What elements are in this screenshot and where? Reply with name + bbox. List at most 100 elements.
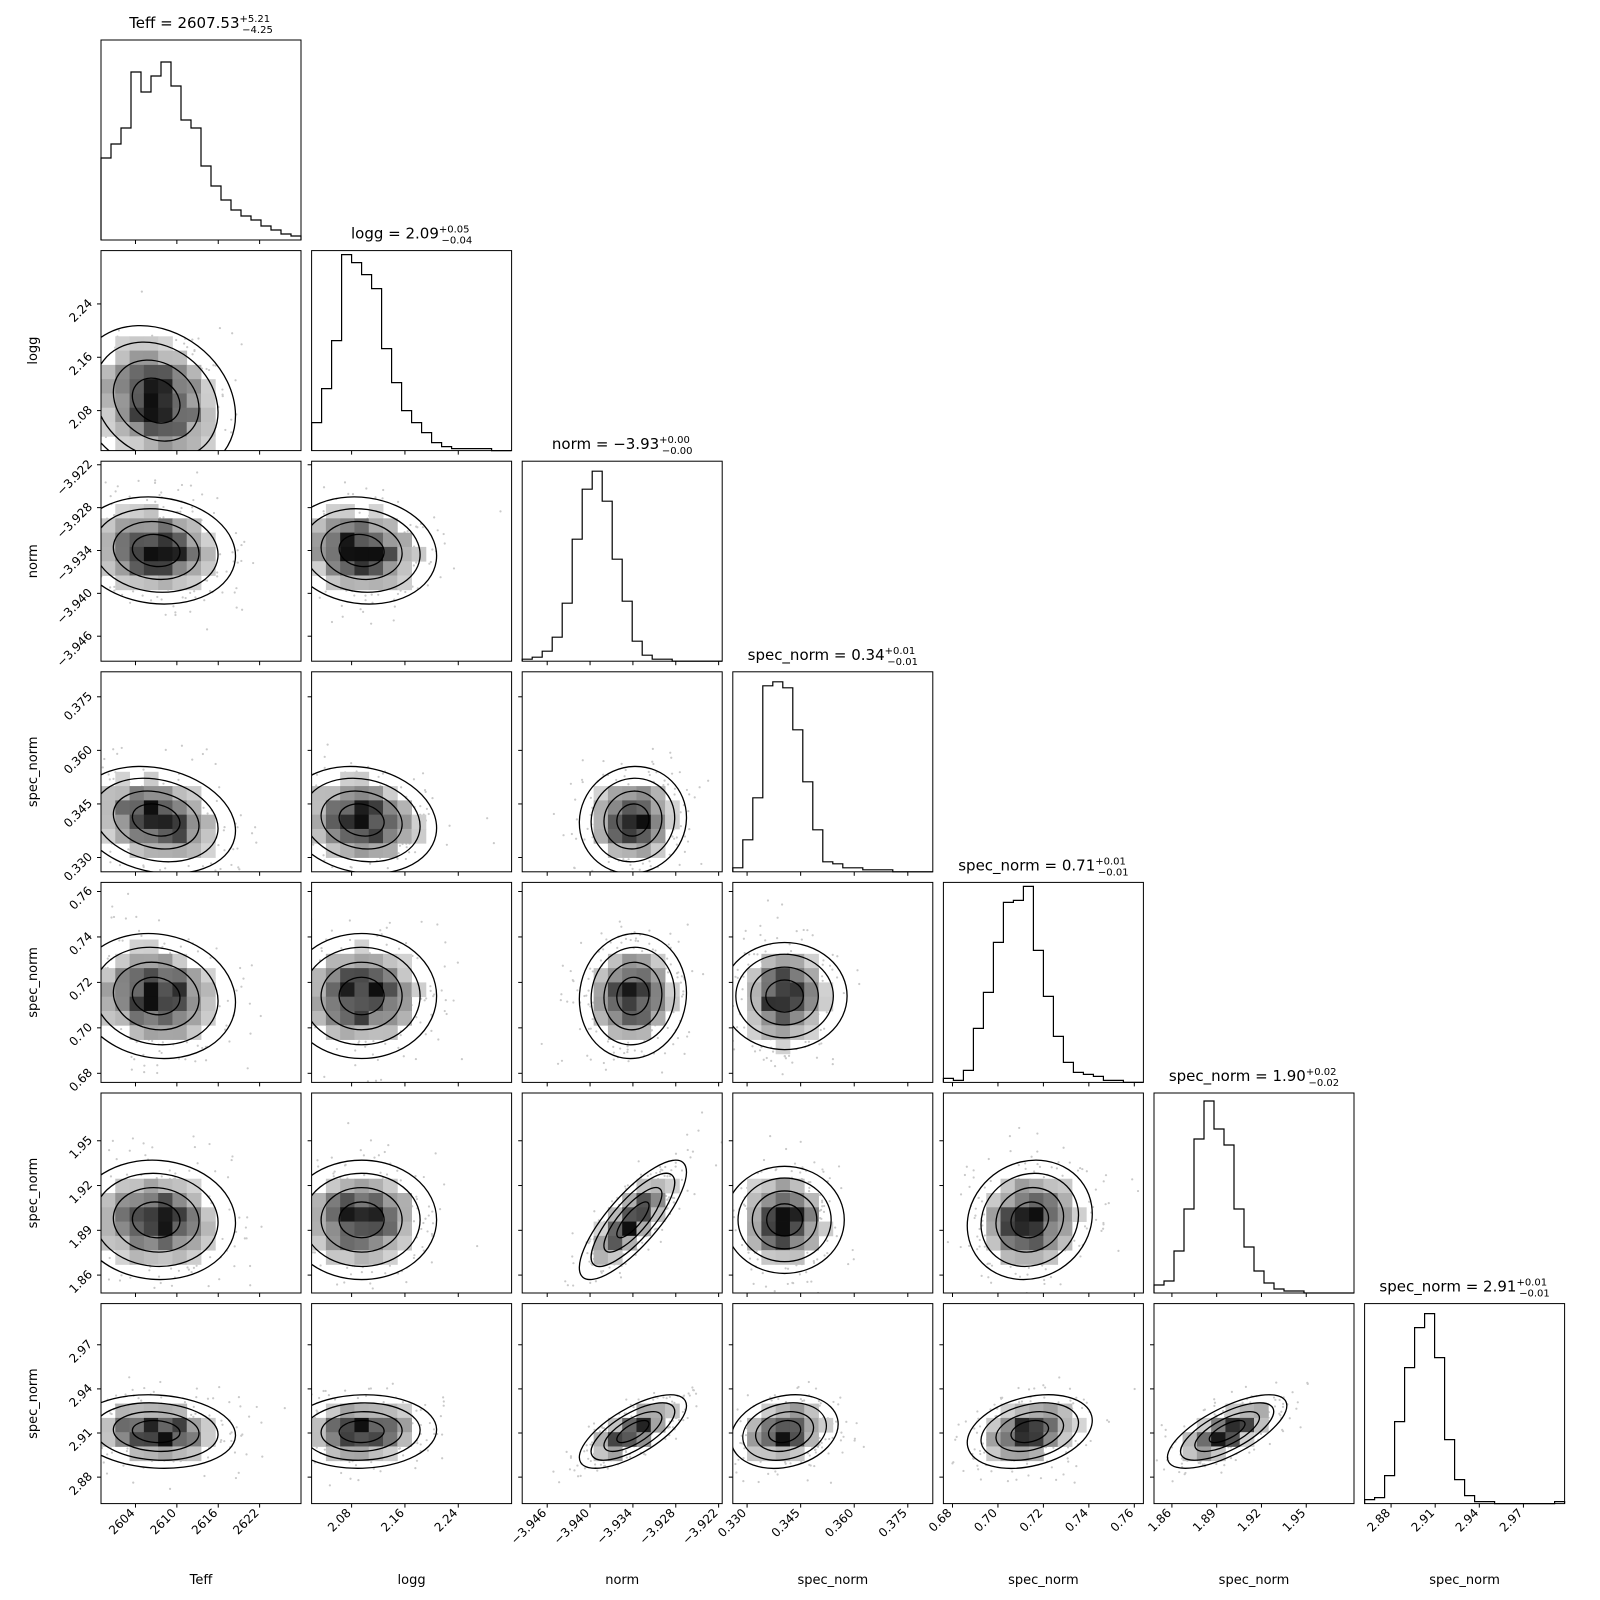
scatter-point: [580, 778, 584, 781]
scatter-point: [285, 978, 287, 980]
density-cell: [354, 953, 370, 969]
scatter-point: [670, 772, 674, 775]
density-cell: [115, 1432, 130, 1447]
scatter-point: [55, 768, 57, 770]
scatter-point: [140, 1399, 143, 1402]
scatter-point: [306, 790, 308, 792]
scatter-point: [784, 1057, 788, 1060]
scatter-point: [626, 1048, 629, 1051]
scatter-point: [607, 860, 610, 864]
scatter-point: [248, 1415, 251, 1418]
scatter-point: [223, 1028, 227, 1031]
scatter-point: [93, 547, 95, 549]
scatter-point: [124, 1393, 127, 1396]
scatter-point: [250, 832, 254, 835]
scatter-point: [249, 1284, 252, 1287]
density-cell: [340, 575, 355, 591]
scatter-point: [192, 1086, 194, 1088]
scatter-point: [125, 1173, 129, 1176]
scatter-point: [363, 1174, 366, 1177]
scatter-point: [191, 758, 194, 761]
density-cell: [411, 814, 427, 830]
scatter-point: [216, 571, 219, 574]
scatter-point: [202, 885, 204, 887]
scatter-point: [118, 1279, 122, 1282]
scatter-point: [576, 989, 579, 992]
scatter-point: [456, 961, 459, 964]
density-cell: [747, 1193, 762, 1208]
scatter-point: [167, 467, 169, 469]
scatter-point: [110, 1412, 113, 1416]
scatter-point: [586, 827, 589, 830]
scatter-point: [806, 1251, 809, 1254]
scatter-point: [92, 980, 94, 982]
density-cell: [201, 843, 216, 858]
density-cell: [325, 800, 341, 816]
density-cell: [201, 996, 216, 1012]
scatter-point: [98, 989, 100, 991]
scatter-point: [420, 920, 423, 923]
contour-2: [101, 508, 219, 593]
scatter-point: [354, 1049, 357, 1052]
scatter-point: [177, 488, 180, 492]
scatter-point: [397, 1046, 400, 1049]
density-cell: [775, 968, 791, 983]
scatter-point: [205, 748, 208, 751]
scatter-point: [269, 813, 271, 815]
scatter-point: [154, 455, 156, 457]
scatter-point: [842, 991, 845, 995]
density-cell: [607, 786, 623, 801]
density-cell: [311, 1221, 327, 1237]
scatter-point: [624, 1185, 627, 1188]
scatter-point: [97, 1437, 99, 1439]
density-cell: [354, 1010, 370, 1026]
density-cell: [622, 982, 637, 998]
contour-1: [112, 790, 200, 850]
scatter-point: [81, 390, 83, 392]
scatter-point: [617, 905, 619, 907]
scatter-point: [1030, 1155, 1033, 1158]
scatter-point: [821, 1205, 824, 1208]
scatter-point: [676, 1036, 680, 1040]
scatter-point: [588, 1240, 591, 1243]
scatter-point: [63, 997, 65, 999]
scatter-point: [619, 1047, 622, 1050]
scatter-point: [756, 1294, 758, 1296]
contour-2: [101, 1172, 219, 1268]
scatter-point: [789, 950, 793, 953]
scatter-point: [400, 786, 403, 789]
scatter-point: [330, 929, 333, 932]
scatter-point: [79, 1012, 81, 1014]
scatter-point: [669, 751, 672, 754]
scatter-point: [359, 608, 362, 611]
density-cell: [340, 786, 355, 801]
scatter-point: [634, 937, 638, 940]
scatter-point: [680, 1169, 684, 1172]
density-cell: [129, 546, 145, 562]
density-cell: [129, 504, 145, 519]
scatter-point: [306, 975, 308, 977]
density-cell: [325, 982, 341, 998]
density-cell: [622, 953, 637, 969]
scatter-point: [160, 1396, 163, 1399]
scatter-point: [95, 833, 97, 835]
scatter-point: [302, 840, 304, 842]
panel-0-0: Teff = 2607.53+5.21−4.25: [100, 14, 302, 244]
scatter-point: [616, 946, 619, 949]
scatter-point: [230, 1439, 233, 1443]
scatter-point: [698, 1190, 700, 1192]
scatter-point: [552, 812, 555, 816]
scatter-point: [659, 1165, 662, 1169]
scatter-point: [57, 1435, 59, 1437]
scatter-point: [812, 1259, 815, 1263]
scatter-point: [629, 863, 632, 867]
scatter-point: [433, 516, 436, 519]
scatter-point: [388, 921, 391, 924]
density-cell: [311, 800, 327, 816]
scatter-point: [296, 509, 298, 511]
scatter-point: [826, 1251, 829, 1255]
scatter-point: [572, 1262, 575, 1265]
scatter-point: [1036, 1162, 1039, 1166]
scatter-point: [575, 818, 578, 821]
scatter-point: [674, 1161, 677, 1164]
